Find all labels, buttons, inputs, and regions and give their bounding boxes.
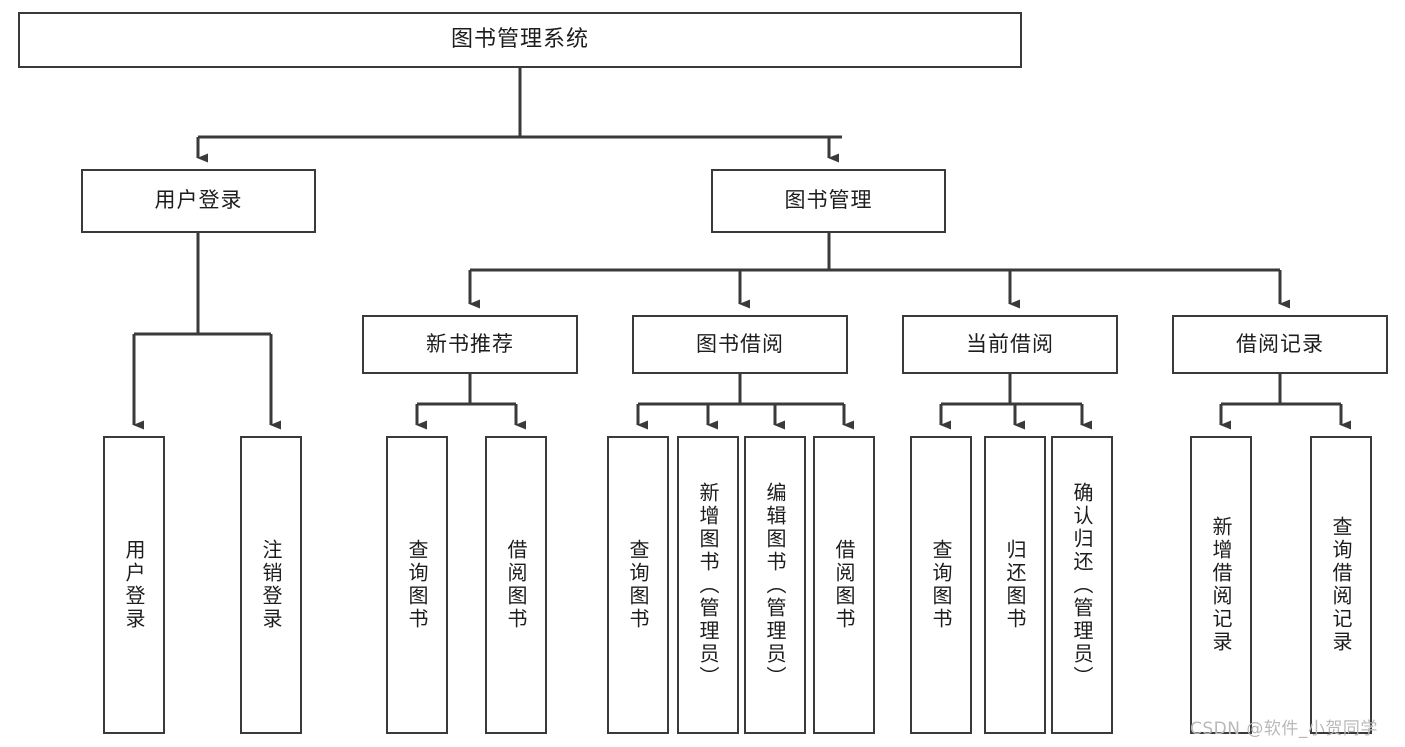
leaf-label: 查询图书 [929, 539, 953, 631]
leaf-label: 借阅图书 [832, 539, 856, 631]
leaf-node[interactable]: 新增借阅记录 [1190, 436, 1252, 734]
node-new-book-recommend-label: 新书推荐 [426, 331, 514, 356]
node-current-borrow[interactable]: 当前借阅 [902, 315, 1118, 374]
node-book-borrow-label: 图书借阅 [696, 331, 784, 356]
leaf-node[interactable]: 确认归还（管理员） [1051, 436, 1113, 734]
leaf-node[interactable]: 查询图书 [910, 436, 972, 734]
leaf-node[interactable]: 注销登录 [240, 436, 302, 734]
leaf-node[interactable]: 新增图书（管理员） [677, 436, 739, 734]
leaf-label: 注销登录 [259, 539, 283, 631]
leaf-label: 编辑图书（管理员） [763, 481, 787, 689]
node-new-book-recommend[interactable]: 新书推荐 [362, 315, 578, 374]
leaf-node[interactable]: 归还图书 [984, 436, 1046, 734]
node-user-login[interactable]: 用户登录 [81, 169, 316, 233]
leaf-label: 用户登录 [122, 539, 146, 631]
leaf-node[interactable]: 用户登录 [103, 436, 165, 734]
leaf-label: 借阅图书 [504, 539, 528, 631]
leaf-label: 查询图书 [626, 539, 650, 631]
leaf-node[interactable]: 查询图书 [607, 436, 669, 734]
leaf-label: 确认归还（管理员） [1070, 481, 1094, 689]
node-book-management[interactable]: 图书管理 [711, 169, 946, 233]
node-user-login-label: 用户登录 [154, 188, 243, 213]
leaf-label: 查询图书 [405, 539, 429, 631]
leaf-label: 归还图书 [1003, 539, 1027, 631]
leaf-node[interactable]: 编辑图书（管理员） [744, 436, 806, 734]
node-root[interactable]: 图书管理系统 [18, 12, 1022, 68]
node-borrow-record[interactable]: 借阅记录 [1172, 315, 1388, 374]
node-book-borrow[interactable]: 图书借阅 [632, 315, 848, 374]
leaf-node[interactable]: 借阅图书 [485, 436, 547, 734]
leaf-label: 查询借阅记录 [1329, 516, 1353, 654]
node-current-borrow-label: 当前借阅 [966, 331, 1054, 356]
watermark-text: CSDN @软件_小贺同学 [1190, 719, 1378, 739]
leaf-label: 新增图书（管理员） [696, 481, 720, 689]
leaf-node[interactable]: 查询借阅记录 [1310, 436, 1372, 734]
node-book-management-label: 图书管理 [784, 188, 873, 213]
leaf-node[interactable]: 借阅图书 [813, 436, 875, 734]
node-root-label: 图书管理系统 [450, 26, 589, 52]
leaf-label: 新增借阅记录 [1209, 516, 1233, 654]
node-borrow-record-label: 借阅记录 [1236, 331, 1324, 356]
leaf-node[interactable]: 查询图书 [386, 436, 448, 734]
